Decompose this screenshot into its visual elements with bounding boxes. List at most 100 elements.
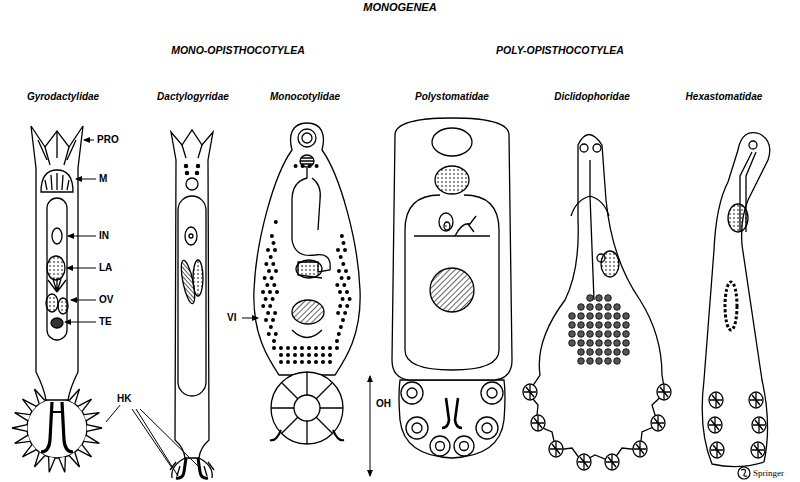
- testis-follicle: [578, 331, 585, 338]
- clamp: [657, 384, 671, 400]
- marginal-hooklet: [49, 457, 56, 473]
- vitelline-dot: [336, 311, 340, 315]
- taxon-node: POLY-OPISTHOCOTYLEA: [493, 43, 627, 58]
- clamp-sclerite: [752, 443, 764, 457]
- vitelline-dot: [314, 346, 318, 350]
- clamp: [749, 392, 763, 408]
- clamp: [710, 442, 724, 458]
- vitelline-dot: [268, 304, 272, 308]
- vitelline-dot: [314, 353, 318, 357]
- vitelline-dot: [321, 346, 325, 350]
- taxon-node: Dactylogyridae: [154, 90, 232, 104]
- vitelline-dot: [274, 269, 278, 273]
- vitelline-dot: [270, 276, 274, 280]
- vitelline-dot: [275, 290, 279, 294]
- taxon-name: Dactylogyridae: [157, 91, 229, 103]
- testis-follicle: [596, 295, 603, 302]
- clamp-sclerite: [606, 455, 618, 469]
- hexastomatid-worm: [702, 133, 770, 467]
- vitelline-dot: [341, 262, 345, 266]
- vitelline-dot: [272, 339, 276, 343]
- clamp-sclerite: [634, 442, 646, 456]
- testis-follicle: [614, 304, 621, 311]
- testis-follicle: [587, 295, 594, 302]
- vitelline-dot: [343, 248, 347, 252]
- testis-follicle: [587, 313, 594, 320]
- vitelline-dot: [338, 290, 342, 294]
- testis-follicle: [596, 349, 603, 356]
- vitelline-dot: [293, 360, 297, 364]
- clamp: [605, 454, 619, 470]
- vitelline-dot: [261, 304, 265, 308]
- clamp: [523, 384, 537, 400]
- vitelline-dot: [263, 276, 267, 280]
- vitelline-dot: [272, 346, 276, 350]
- vitelline-dot: [273, 248, 277, 252]
- vitelline-dot: [335, 346, 339, 350]
- vitelline-dot: [271, 318, 275, 322]
- marginal-hooklet: [69, 389, 79, 404]
- diclidophorid-worm: [523, 135, 671, 471]
- vitelline-dot: [271, 262, 275, 266]
- clamp: [708, 417, 722, 433]
- clamp-sclerite: [550, 442, 562, 456]
- testis-follicle: [605, 304, 612, 311]
- dactylogyrid-worm: [170, 130, 214, 478]
- testis-follicle: [596, 313, 603, 320]
- testis-follicle: [605, 340, 612, 347]
- vitelline-dot: [266, 248, 270, 252]
- testis-follicle: [605, 295, 612, 302]
- vitelline-dot: [314, 360, 318, 364]
- testis-follicle: [605, 349, 612, 356]
- taxon-node: MONOGENEA: [360, 0, 439, 15]
- vitelline-dot: [274, 220, 278, 224]
- clamp-sclerite: [709, 418, 721, 432]
- vitelline-dot: [340, 234, 344, 238]
- vitelline-dot: [328, 346, 332, 350]
- clamp-sclerite: [652, 416, 664, 430]
- clamp-row: [523, 384, 671, 470]
- part-label: OH: [375, 398, 392, 410]
- part-label: PRO: [96, 134, 120, 146]
- vitelline-dot: [348, 297, 352, 301]
- vitelline-dot: [328, 353, 332, 357]
- leader-lines: [65, 140, 370, 476]
- clamp-sclerite: [658, 385, 670, 399]
- marginal-hooklet: [59, 457, 66, 473]
- vitelline-dot: [337, 269, 341, 273]
- clamp-sclerite: [750, 393, 762, 407]
- marginal-hooklet: [78, 399, 92, 411]
- testis-follicle: [578, 340, 585, 347]
- vitelline-dot: [264, 297, 268, 301]
- vitelline-dot: [341, 318, 345, 322]
- vitelline-dot: [345, 290, 349, 294]
- vitelline-dot: [286, 360, 290, 364]
- clamp-sclerite: [710, 393, 722, 407]
- testis-follicle: [614, 313, 621, 320]
- vitelline-dot: [321, 353, 325, 357]
- taxon-name: Gyrodactylidae: [27, 91, 99, 103]
- testis-follicle: [569, 322, 576, 329]
- marginal-hooklet: [15, 413, 30, 421]
- clamp: [651, 415, 665, 431]
- testis-follicle: [605, 331, 612, 338]
- taxon-name: MONO-OPISTHOCOTYLEA: [171, 44, 305, 57]
- vitelline-dot: [261, 290, 265, 294]
- vitelline-dot: [267, 269, 271, 273]
- vitelline-dot: [272, 241, 276, 245]
- testis-follicle: [623, 331, 630, 338]
- testis-follicle: [623, 322, 630, 329]
- vitelline-dot: [300, 360, 304, 364]
- testis-follicle: [578, 313, 585, 320]
- testis-follicle: [578, 304, 585, 311]
- vitelline-dot: [274, 332, 278, 336]
- testis-follicle: [569, 313, 576, 320]
- clamp: [577, 454, 591, 470]
- testis-follicle: [596, 322, 603, 329]
- gyrodactylid-worm: [12, 126, 102, 472]
- testis-follicle: [614, 358, 621, 365]
- taxon-node: Diclidophoridae: [551, 90, 633, 104]
- vitelline-dot: [338, 304, 342, 308]
- clamp: [709, 392, 723, 408]
- marginal-hooklet: [84, 413, 99, 421]
